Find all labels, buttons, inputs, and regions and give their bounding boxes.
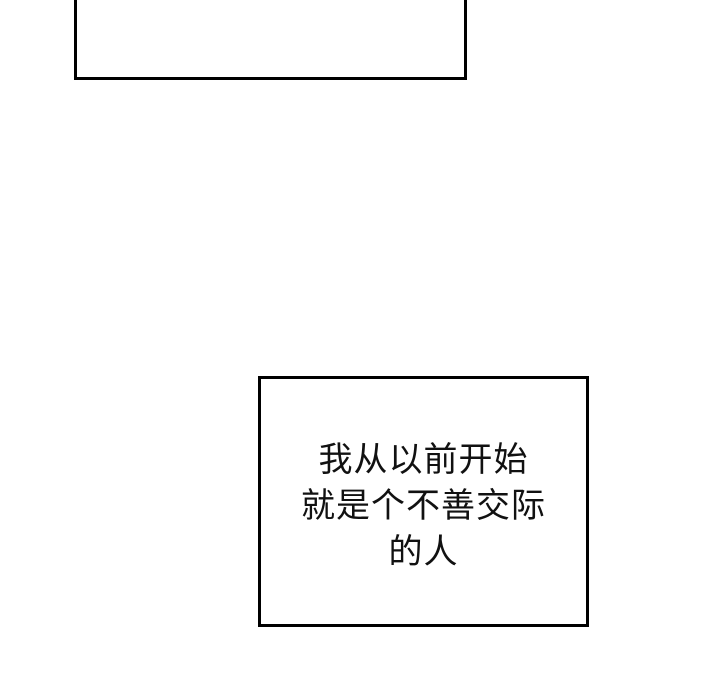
narration-caption-box: 我从以前开始 就是个不善交际 的人 [258, 376, 589, 627]
narration-text: 我从以前开始 就是个不善交际 的人 [261, 437, 586, 575]
caption-line-1: 我从以前开始 [318, 440, 529, 480]
caption-line-3: 的人 [388, 532, 459, 572]
caption-line-2: 就是个不善交际 [301, 486, 546, 526]
top-empty-panel [74, 0, 467, 80]
